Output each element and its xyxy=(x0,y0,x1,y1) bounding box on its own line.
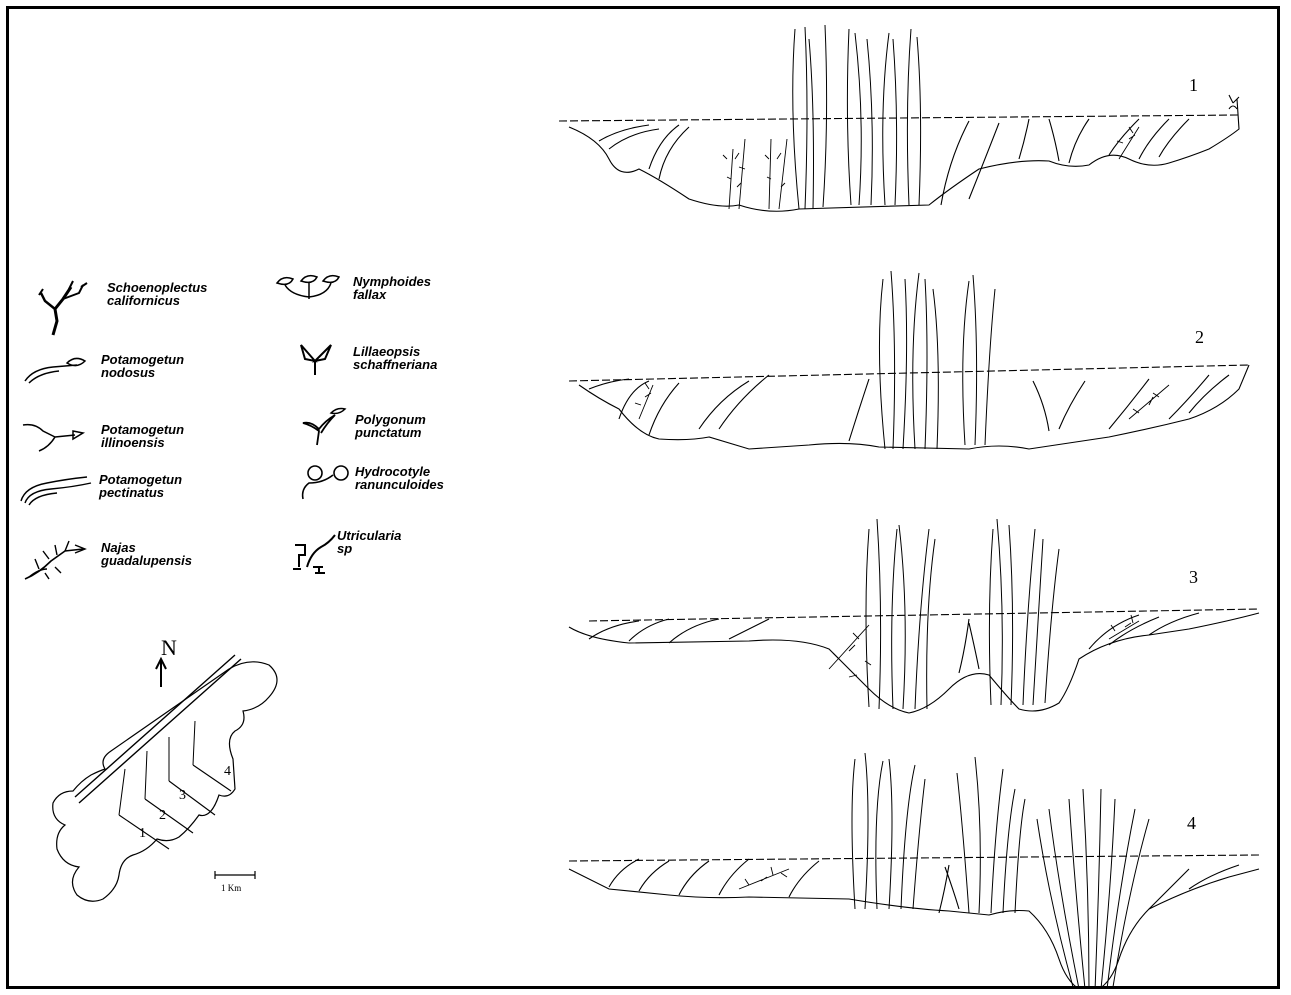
profile-label: 4 xyxy=(1187,813,1196,833)
legend-item-nymphoides: Nymphoides fallax xyxy=(271,269,431,309)
legend-item-potamogetun-pectinatus: Potamogetun pectinatus xyxy=(17,467,182,507)
legend-label-line2: nodosus xyxy=(101,366,184,379)
hydrocotyle-icon xyxy=(289,459,355,503)
utricularia-icon xyxy=(285,525,345,581)
legend-item-schoenoplectus: Schoenoplectus californicus xyxy=(23,271,207,341)
legend-item-utricularia: Utricularia sp xyxy=(285,525,401,581)
legend-item-potamogetun-nodosus: Potamogetun nodosus xyxy=(19,347,184,387)
potamogetun-illinoensis-icon xyxy=(19,417,99,457)
lillaeopsis-icon xyxy=(285,339,345,379)
profile-label: 3 xyxy=(1189,567,1198,587)
legend-label-line2: schaffneriana xyxy=(353,358,437,371)
lake-outline xyxy=(53,662,277,901)
lake-map: N 1 2 3 4 1 Km xyxy=(29,619,299,919)
najas-icon xyxy=(19,529,99,585)
scale-bar xyxy=(215,871,255,879)
nymphoides-icon xyxy=(271,269,351,309)
legend-label-line2: sp xyxy=(337,542,401,555)
profile-1: 1 xyxy=(559,25,1239,211)
legend-label-line2: ranunculoides xyxy=(355,478,444,491)
potamogetun-nodosus-icon xyxy=(19,347,99,387)
schoenoplectus-icon xyxy=(23,271,103,341)
profile-label: 1 xyxy=(1189,75,1198,95)
transect-label: 3 xyxy=(179,788,186,803)
transect-label: 4 xyxy=(224,764,231,779)
transect-label: 1 xyxy=(139,826,146,841)
profile-2: 2 xyxy=(569,271,1249,449)
scale-label: 1 Km xyxy=(221,883,241,893)
legend-label-line2: pectinatus xyxy=(99,486,182,499)
legend-label-line2: californicus xyxy=(107,294,207,307)
profile-4: 4 xyxy=(569,753,1259,989)
legend-label-line2: guadalupensis xyxy=(101,554,192,567)
potamogetun-pectinatus-icon xyxy=(17,467,97,507)
legend-item-hydrocotyle: Hydrocotyle ranunculoides xyxy=(289,459,444,503)
legend-label-line2: fallax xyxy=(353,288,431,301)
profile-label: 2 xyxy=(1195,327,1204,347)
transect-profiles: 1 2 xyxy=(549,9,1279,989)
legend-item-lillaeopsis: Lillaeopsis schaffneriana xyxy=(285,339,437,379)
legend-label-line2: punctatum xyxy=(355,426,426,439)
north-arrow-icon xyxy=(156,659,166,687)
legend-item-potamogetun-illinoensis: Potamogetun illinoensis xyxy=(19,417,184,457)
figure-frame: Schoenoplectus californicus Nymphoides f… xyxy=(6,6,1280,989)
north-label: N xyxy=(161,635,177,660)
species-legend: Schoenoplectus californicus Nymphoides f… xyxy=(9,9,529,609)
transect-label: 2 xyxy=(159,808,166,823)
legend-label-line2: illinoensis xyxy=(101,436,184,449)
legend-item-polygonum: Polygonum punctatum xyxy=(291,401,426,447)
profile-3: 3 xyxy=(569,519,1259,713)
polygonum-icon xyxy=(291,401,351,447)
legend-item-najas: Najas guadalupensis xyxy=(19,529,192,585)
